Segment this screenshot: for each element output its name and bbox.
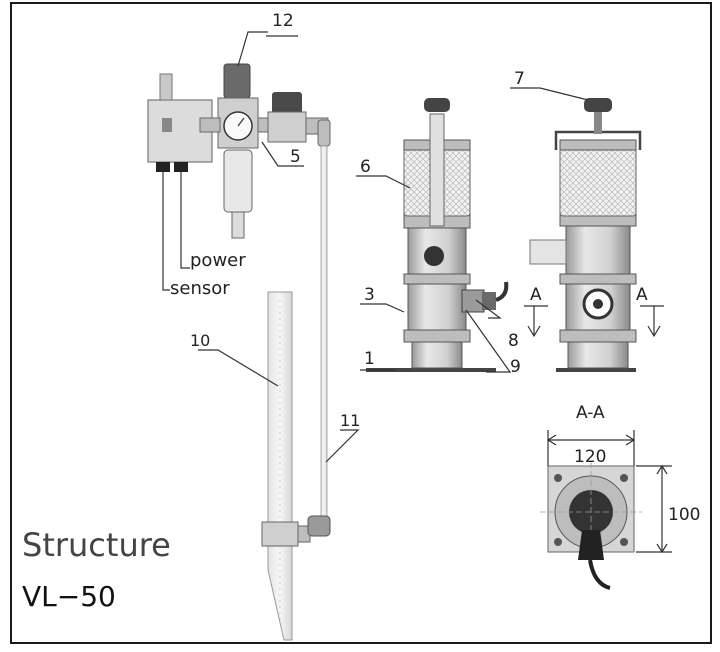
callout-8: 8 (508, 331, 519, 351)
dimension-height-100: 100 (668, 505, 700, 525)
air-hose (320, 145, 328, 519)
callout-leaders (198, 31, 589, 463)
pump-side-view (524, 98, 664, 372)
callout-12: 12 (272, 11, 294, 31)
suction-pipe (261, 291, 331, 641)
callout-6: 6 (360, 157, 371, 177)
callout-7: 7 (514, 69, 525, 89)
dimension-width-120: 120 (574, 447, 606, 467)
section-arrow-a-right: A (636, 285, 648, 305)
sensor-label: sensor (170, 278, 230, 299)
pump-front-view (366, 98, 509, 372)
model-title: VL−50 (22, 580, 116, 613)
structure-title: Structure (22, 526, 171, 564)
section-aa-title: A-A (576, 403, 605, 423)
pressure-gauge-valve (267, 92, 331, 147)
power-label: power (190, 250, 246, 271)
callout-11: 11 (340, 411, 360, 430)
power-sensor-cables (162, 172, 190, 291)
callout-5: 5 (290, 147, 301, 167)
section-arrow-a-left: A (530, 285, 542, 305)
callout-1: 1 (364, 349, 375, 369)
callout-9: 9 (510, 357, 521, 377)
section-aa-view (540, 430, 672, 590)
diagram-frame (10, 2, 712, 644)
callout-3: 3 (364, 285, 375, 305)
filter-regulator (199, 63, 273, 239)
callout-10: 10 (190, 331, 210, 350)
